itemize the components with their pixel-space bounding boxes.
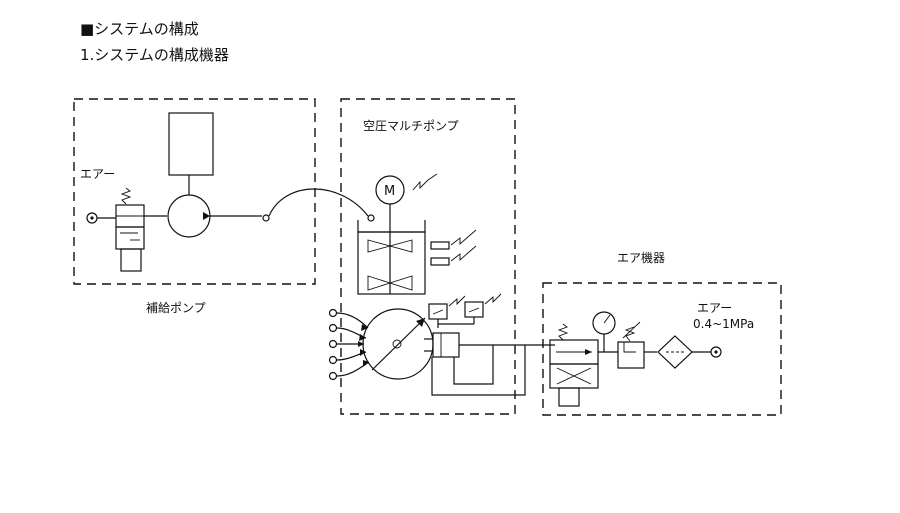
motor-signal-icon: [412, 179, 429, 191]
hose-line: [268, 188, 369, 217]
svg-text:M: M: [384, 184, 395, 199]
pressure-gauge-icon: [592, 311, 616, 352]
pressure-switch-icon: [428, 293, 502, 328]
air-cylinder-symbol: [424, 332, 460, 358]
supply-tank: [168, 112, 214, 176]
connection-node: [262, 214, 270, 222]
air-equipment-label: エア機器: [617, 250, 665, 265]
motor-symbol: M: [375, 175, 405, 205]
filter-symbol: [657, 335, 693, 369]
supply-pump-symbol: [167, 194, 211, 238]
supply-pump-label: 補給ポンプ: [146, 301, 206, 315]
supply-pump-enclosure: [73, 98, 316, 285]
regulator-symbol: [617, 321, 645, 369]
air-inlet-label: エアー: [80, 167, 115, 181]
multi-pump-symbol: [362, 308, 434, 380]
air-outlet-label: エアー: [697, 301, 732, 315]
supply-valve-symbol: [115, 187, 145, 272]
air-equipment-enclosure: [542, 282, 782, 416]
section-title: ■システムの構成: [80, 20, 199, 38]
section-subtitle: 1.システムの構成機器: [80, 46, 229, 64]
outlet-ports: [328, 308, 370, 381]
level-sensor-icon: [430, 229, 477, 266]
air-inlet-port: [86, 212, 98, 224]
multi-pump-label: 空圧マルチポンプ: [363, 119, 459, 133]
directional-valve-symbol: [549, 323, 599, 407]
air-outlet-port: [710, 346, 722, 358]
pressure-label: 0.4~1MPa: [693, 317, 754, 331]
mixing-tank: [357, 220, 426, 295]
multi-pump-enclosure: [340, 98, 516, 415]
